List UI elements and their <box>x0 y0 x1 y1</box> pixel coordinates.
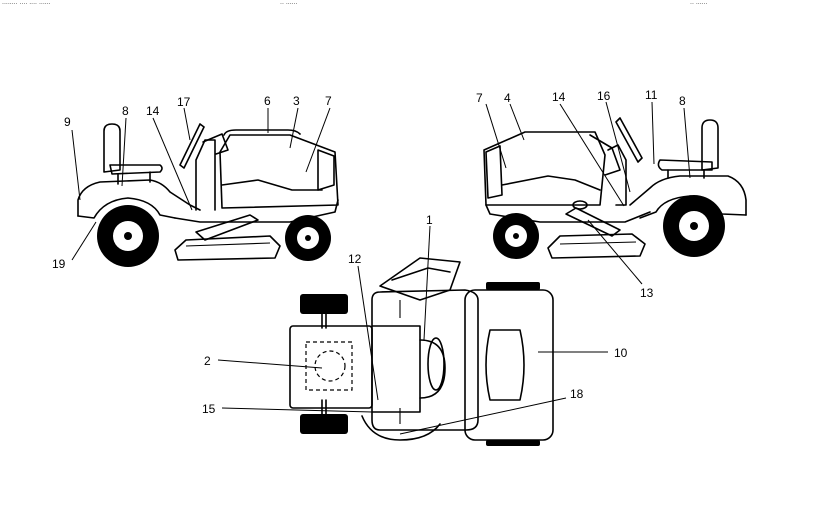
callout-14: 14 <box>552 90 566 104</box>
callout-7: 7 <box>325 94 332 108</box>
callout-2: 2 <box>204 354 211 368</box>
rear-wheel-left <box>300 294 348 314</box>
hood-top <box>223 129 301 136</box>
hood-side-line <box>221 179 323 191</box>
callout-6: 6 <box>264 94 271 108</box>
front-wheel <box>285 215 331 261</box>
rear-wheel <box>97 205 159 267</box>
seat-outline <box>305 341 353 391</box>
hood <box>219 134 339 209</box>
leader-lines <box>71 101 691 435</box>
rear-fender <box>77 179 201 217</box>
steering-wheel-top-inner <box>391 267 451 281</box>
deck-lift <box>565 207 621 237</box>
seat-bottom <box>109 164 163 175</box>
steering-column <box>607 144 627 206</box>
callout-18: 18 <box>570 387 584 401</box>
rear-wheel <box>663 195 725 257</box>
dash-body <box>371 289 479 431</box>
callout-16: 16 <box>597 89 611 103</box>
seat-bottom <box>657 159 713 171</box>
right-side-view <box>483 117 747 259</box>
mower-deck <box>174 235 281 261</box>
callout-13: 13 <box>640 286 654 300</box>
callout-3: 3 <box>293 94 300 108</box>
hood-grille <box>317 149 335 191</box>
callout-19: 19 <box>52 257 66 271</box>
seat-deck <box>289 325 373 409</box>
steering-column <box>195 139 216 211</box>
header-fragment-left: ........ .... .... ...... <box>2 0 51 6</box>
header-fragment-mid: .. ...... <box>280 0 298 6</box>
frame <box>174 199 339 223</box>
rear-wheel-right <box>300 414 348 434</box>
deck-lift <box>195 214 259 241</box>
hood-side-line <box>501 175 601 191</box>
seat-back <box>701 119 719 171</box>
hood-front-grille <box>485 145 503 199</box>
front-wheel <box>493 213 539 259</box>
front-wheel-top-left <box>486 282 540 290</box>
header-fragment-right: .. ...... <box>690 0 708 6</box>
seat-back <box>103 123 121 173</box>
deck-detail <box>185 242 271 247</box>
callout-11: 11 <box>645 88 658 102</box>
mower-deck <box>547 233 646 259</box>
callout-14: 14 <box>146 104 160 118</box>
steering-wheel <box>615 117 643 163</box>
callout-15: 15 <box>202 402 216 416</box>
engine-cap <box>427 337 445 391</box>
callout-17: 17 <box>177 95 191 109</box>
seat-support <box>667 169 705 179</box>
callout-1: 1 <box>426 213 433 227</box>
callout-7: 7 <box>476 91 483 105</box>
callout-8: 8 <box>679 94 686 108</box>
deck-lift-knob <box>572 200 588 210</box>
dash-panel <box>589 134 621 176</box>
callout-4: 4 <box>504 91 511 105</box>
callout-labels: 9 8 14 17 6 3 7 19 7 4 14 16 11 8 13 1 1… <box>52 88 686 416</box>
steering-wheel-top <box>379 257 461 301</box>
front-wheel-top-right <box>486 440 540 446</box>
callout-10: 10 <box>614 346 628 360</box>
mower-deck-bottom <box>361 415 441 441</box>
top-view <box>289 257 554 446</box>
left-side-view <box>77 123 339 267</box>
callout-12: 12 <box>348 252 362 266</box>
deck-detail <box>559 241 637 245</box>
hood-grille-top <box>485 329 525 401</box>
callout-8: 8 <box>122 104 129 118</box>
callout-9: 9 <box>64 115 71 129</box>
engine-bulge <box>419 339 446 399</box>
steering-wheel <box>179 123 205 169</box>
frame <box>485 204 651 223</box>
seat-center <box>314 350 346 382</box>
rear-fender-lower <box>77 197 176 219</box>
foot-pedal-area <box>371 325 421 413</box>
rear-axle <box>321 313 327 415</box>
